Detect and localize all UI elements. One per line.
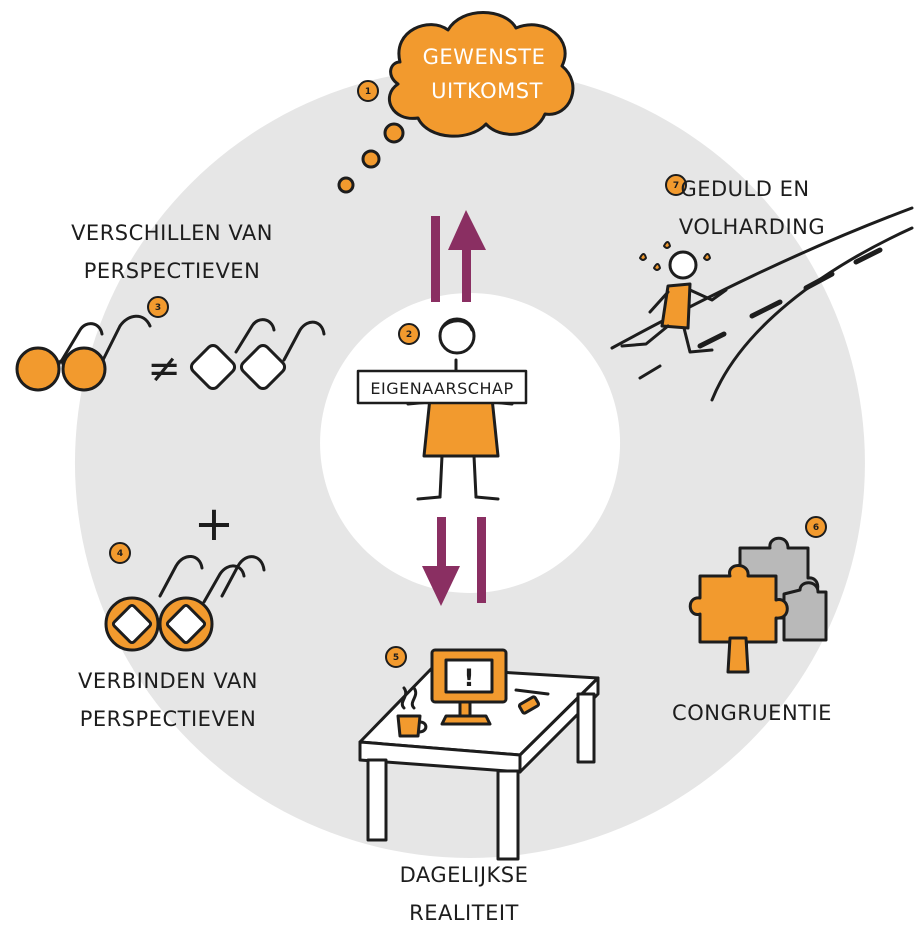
item-1-line2: UITKOMST [431,79,543,103]
desk-computer-icon [358,648,600,861]
person-holding-banner-icon [356,317,528,501]
svg-text:3: 3 [155,303,161,313]
puzzle-pieces-icon [688,536,828,674]
item-5-line2: REALITEIT [409,901,519,925]
item-1-line1: GEWENSTE [423,45,546,69]
ownership-banner: EIGENAARSCHAP [370,379,513,398]
gray-ring [74,68,865,858]
plus-sign: + [194,496,234,552]
item-4-line1: VERBINDEN VAN [78,669,258,693]
glasses-not-equal-icon [15,314,326,392]
svg-text:1: 1 [365,87,371,97]
alert-icon: ! [464,664,475,692]
svg-text:5: 5 [393,653,399,663]
arrow-up-icon [431,210,486,302]
arrow-down-icon [422,517,486,606]
item-7-line2: VOLHARDING [679,215,825,239]
svg-text:2: 2 [406,330,412,340]
number-badge-3: 3 [147,296,169,318]
svg-text:6: 6 [813,523,819,533]
number-badge-6: 6 [805,516,827,538]
thought-cloud-icon [337,11,575,194]
item-5-line1: DAGELIJKSE [400,863,529,887]
number-badge-5: 5 [385,646,407,668]
item-7-line1: GEDULD EN [680,177,809,201]
svg-text:7: 7 [673,181,679,191]
svg-text:4: 4 [117,549,123,559]
not-equal-sign: ≠ [147,346,181,392]
number-badge-4: 4 [109,542,131,564]
runner-road-icon [610,206,914,402]
item-3-line1: VERSCHILLEN VAN [71,221,273,245]
number-badge-7: 7 [665,174,687,196]
item-3-line2: PERSPECTIEVEN [84,259,261,283]
joined-glasses-icon [104,555,266,652]
item-4-line2: PERSPECTIEVEN [80,707,257,731]
number-badge-1: 1 [357,80,379,102]
number-badge-2: 2 [398,323,420,345]
item-6-line1: CONGRUENTIE [672,701,832,725]
